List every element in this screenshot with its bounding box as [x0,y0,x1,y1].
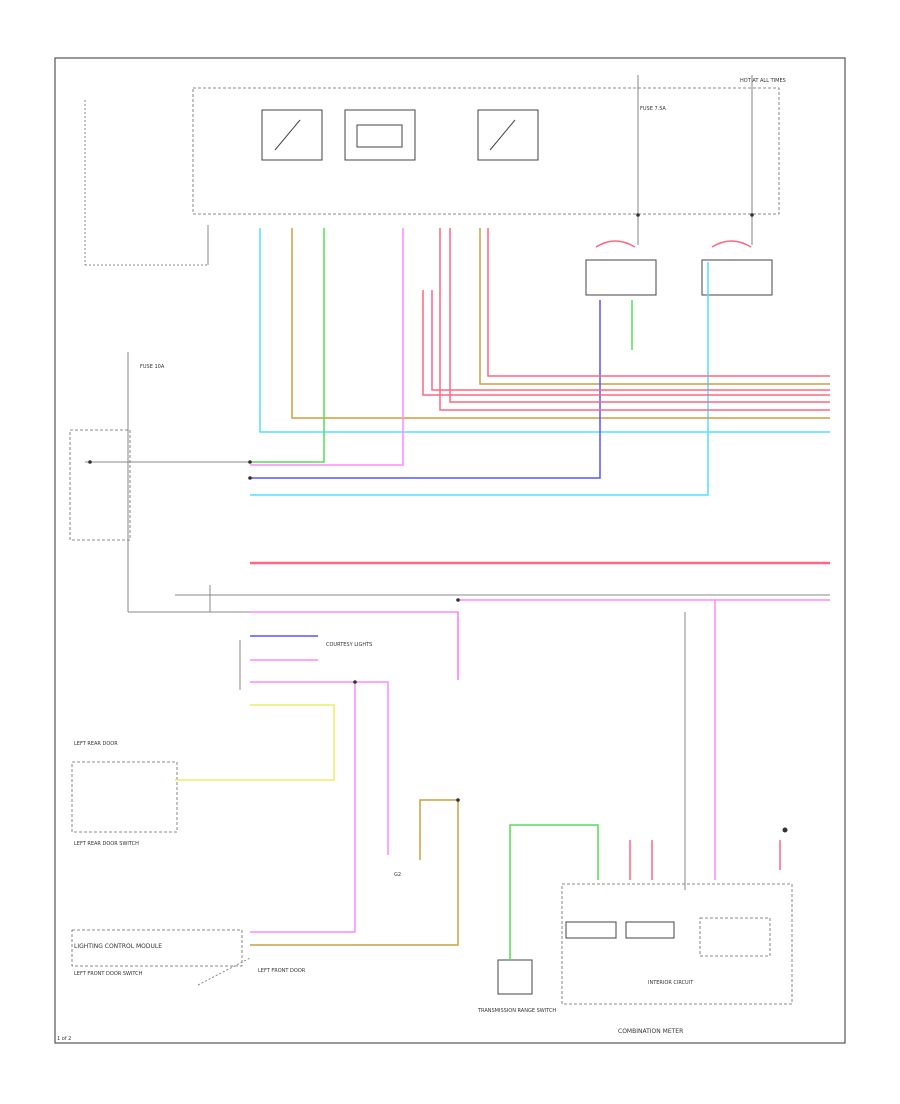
outer-frame [54,57,846,1044]
green-wires [250,228,633,960]
left-front-door-label: LEFT FRONT DOOR [258,968,306,974]
combination-meter-label: COMBINATION METER [618,1028,683,1035]
left-rear-door-switch-box [71,761,178,833]
meter-block-2 [625,921,675,939]
cyan-wires [250,228,830,496]
courtesy-lights-label: COURTESY LIGHTS [326,642,372,648]
left-rear-door-switch-label: LEFT REAR DOOR SWITCH [74,841,139,847]
interior-circuit-box [699,917,771,957]
interior-circuit-label: INTERIOR CIRCUIT [648,980,694,986]
connector-dots [88,213,788,833]
relay-group-top [261,109,539,161]
red-wires [250,228,830,880]
olive-wires [250,228,830,946]
left-front-door-switch-label: LEFT FRONT DOOR SWITCH [74,971,143,977]
fuse-right-label: FUSE 7.5A [640,106,666,112]
blue-wires [250,300,601,637]
transmission-switch-box [497,959,533,995]
top-module-box [192,87,780,215]
left-rear-door-label: LEFT REAR DOOR [74,741,118,747]
transmission-label: TRANSMISSION RANGE SWITCH [477,1008,556,1014]
pink-wires [250,228,830,933]
lighting-control-module-box [71,929,243,967]
gray-wires [84,100,830,986]
lighting-control-module-label: LIGHTING CONTROL MODULE [74,943,162,950]
page-label: 1 of 2 [57,1036,71,1042]
hot-at-all-times-label: HOT AT ALL TIMES [740,78,786,84]
left-module-box-upper [69,429,131,541]
fuse-left-label: FUSE 10A [140,364,165,370]
meter-block-1 [565,921,617,939]
combination-meter-box [561,883,793,1005]
ground-label: G2 [394,872,401,878]
yellow-wires [175,704,335,781]
relay-group-right [585,75,773,296]
